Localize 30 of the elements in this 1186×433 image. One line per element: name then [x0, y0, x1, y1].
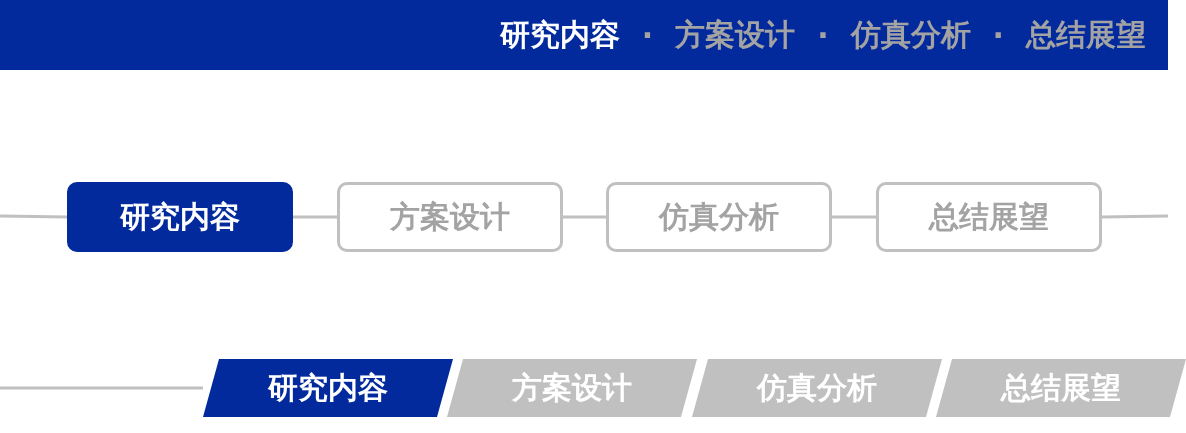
step-label: 研究内容 [268, 368, 388, 407]
nav-item: 方案设计 [675, 15, 796, 54]
connector-line [563, 215, 606, 219]
step-label: 研究内容 [120, 197, 240, 236]
step-box [606, 182, 832, 252]
step-box [337, 182, 563, 252]
step-label: 总结展望 [1001, 368, 1121, 407]
separator-dot: · [992, 17, 1004, 53]
header-bar [0, 0, 1168, 70]
step-tab [203, 359, 453, 417]
separator-dot: · [641, 17, 654, 53]
step-label: 方案设计 [512, 368, 632, 407]
step-label: 方案设计 [390, 197, 510, 236]
step-tab [936, 359, 1186, 417]
step-label: 仿真分析 [757, 368, 877, 407]
step-tab [692, 359, 942, 417]
connector-line [0, 386, 203, 390]
connector-line [832, 215, 876, 219]
step-label: 仿真分析 [659, 197, 779, 236]
nav-item: 总结展望 [1026, 15, 1146, 54]
step-tab [447, 359, 697, 417]
step-box [67, 182, 293, 252]
connector-line [1101, 214, 1169, 219]
step-box [876, 182, 1102, 252]
nav-item: 仿真分析 [850, 15, 971, 54]
separator-dot: · [817, 17, 829, 53]
connector-line [293, 215, 337, 219]
connector-line [0, 214, 68, 219]
nav-item: 研究内容 [499, 15, 620, 54]
step-label: 总结展望 [929, 197, 1049, 236]
